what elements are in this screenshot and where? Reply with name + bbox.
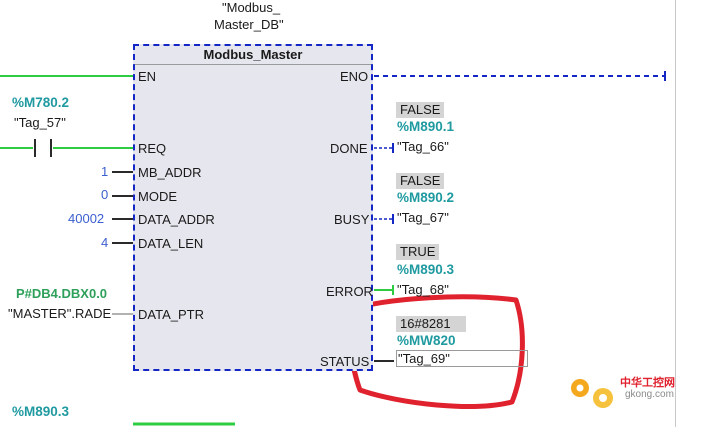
done-state: FALSE (396, 102, 445, 118)
data-len-value[interactable]: 4 (101, 235, 109, 250)
pin-mb-addr[interactable]: MB_ADDR (138, 165, 202, 180)
data-ptr-address[interactable]: P#DB4.DBX0.0 (16, 286, 108, 301)
editor-right-border (675, 0, 676, 427)
status-tag[interactable]: "Tag_69" (398, 351, 450, 366)
mb-addr-value[interactable]: 1 (101, 164, 109, 179)
watermark-text: 中华工控网 (620, 377, 675, 389)
error-state: TRUE (396, 244, 440, 260)
mode-value[interactable]: 0 (101, 187, 109, 202)
error-tag[interactable]: "Tag_68" (397, 282, 449, 297)
pin-data-ptr[interactable]: DATA_PTR (138, 307, 204, 322)
pin-req[interactable]: REQ (138, 141, 167, 156)
instance-db-name-line1: "Modbus_ (222, 0, 281, 15)
pin-eno[interactable]: ENO (340, 69, 369, 84)
instance-db-name-line2: Master_DB" (214, 17, 284, 32)
function-block[interactable] (133, 44, 373, 371)
pin-error[interactable]: ERROR (326, 284, 373, 299)
pin-busy[interactable]: BUSY (334, 212, 370, 227)
done-address[interactable]: %M890.1 (397, 119, 455, 134)
error-address[interactable]: %M890.3 (397, 262, 455, 277)
data-addr-value[interactable]: 40002 (68, 211, 105, 226)
busy-tag[interactable]: "Tag_67" (397, 210, 449, 225)
status-address[interactable]: %MW820 (397, 333, 456, 348)
pin-data-addr[interactable]: DATA_ADDR (138, 212, 215, 227)
pin-done[interactable]: DONE (330, 141, 368, 156)
block-title: Modbus_Master (135, 46, 371, 65)
red-annotation-circle (337, 294, 525, 409)
pin-mode[interactable]: MODE (138, 189, 177, 204)
data-ptr-symbol[interactable]: "MASTER".RADE (8, 306, 112, 321)
req-contact-address[interactable]: %M780.2 (12, 95, 70, 110)
watermark-gear-icon (571, 379, 613, 408)
pin-status[interactable]: STATUS (320, 354, 370, 369)
pin-data-len[interactable]: DATA_LEN (138, 236, 204, 251)
status-state: 16#8281 (396, 316, 466, 332)
busy-state: FALSE (396, 173, 445, 189)
busy-address[interactable]: %M890.2 (397, 190, 455, 205)
watermark-url: gkong.com (625, 389, 674, 400)
done-tag[interactable]: "Tag_66" (397, 139, 449, 154)
bottom-contact-address[interactable]: %M890.3 (12, 404, 70, 419)
req-contact-tag[interactable]: "Tag_57" (14, 115, 66, 130)
status-tag-field[interactable] (396, 350, 528, 367)
pin-en[interactable]: EN (138, 69, 157, 84)
